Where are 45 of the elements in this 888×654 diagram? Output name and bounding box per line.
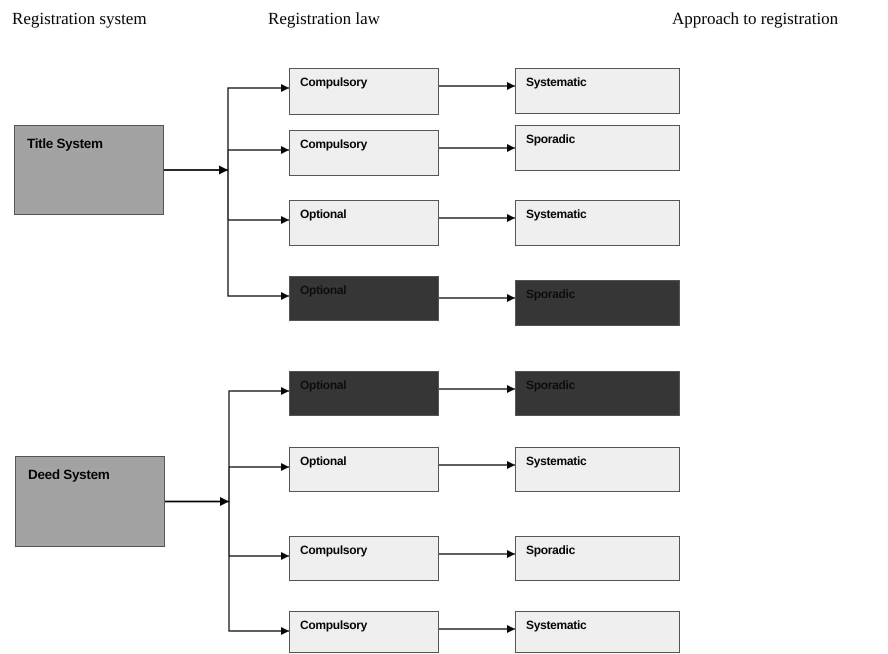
box-label: Compulsory <box>300 543 368 557</box>
box-label: Systematic <box>526 75 588 89</box>
connector-arrow <box>164 169 289 300</box>
box-label: Compulsory <box>300 618 368 632</box>
connector-arrow <box>165 500 289 635</box>
box-label: Sporadic <box>526 132 576 146</box>
connector-arrow <box>439 214 515 222</box>
option-box <box>515 447 680 492</box>
option-box <box>289 130 439 176</box>
connector-arrow <box>439 144 515 152</box>
box-label: Systematic <box>526 454 588 468</box>
column-heading: Approach to registration <box>672 9 838 29</box>
option-box <box>515 371 680 416</box>
column-heading: Registration law <box>268 9 380 29</box>
column-heading: Registration system <box>12 9 147 29</box>
connector-arrow <box>439 461 515 469</box>
option-box <box>289 276 439 321</box>
connector-arrow <box>439 550 515 558</box>
option-box <box>289 371 439 416</box>
box-label: Optional <box>300 207 348 221</box>
option-box <box>289 611 439 653</box>
option-box <box>515 280 680 326</box>
box-label: Optional <box>300 454 348 468</box>
option-box <box>289 536 439 581</box>
box-label: Title System <box>27 136 104 151</box>
connector-arrow <box>439 82 515 90</box>
system-box <box>14 125 164 215</box>
option-box <box>515 125 680 171</box>
option-box <box>515 536 680 581</box>
box-label: Deed System <box>28 467 110 482</box>
option-box <box>289 200 439 246</box>
box-label: Systematic <box>526 618 588 632</box>
option-box <box>515 611 680 653</box>
system-box <box>15 456 165 547</box>
box-label: Compulsory <box>300 75 368 89</box>
box-label: Sporadic <box>526 543 576 557</box>
option-box <box>289 447 439 492</box>
box-label: Systematic <box>526 207 588 221</box>
connector-arrow <box>439 294 515 302</box>
connector-arrow <box>439 385 515 393</box>
option-box <box>289 68 439 115</box>
option-box <box>515 200 680 246</box>
connector-arrow <box>439 625 515 633</box>
option-box <box>515 68 680 114</box>
box-label: Compulsory <box>300 137 368 151</box>
